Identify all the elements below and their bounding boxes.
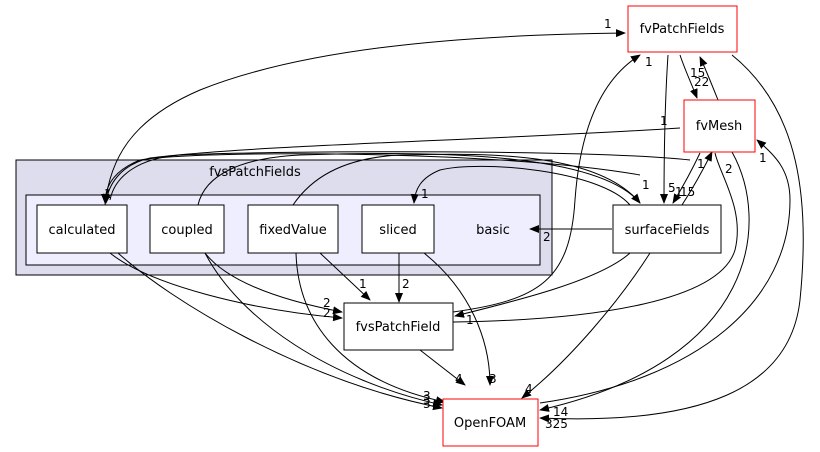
node-sliced[interactable]: sliced bbox=[361, 204, 435, 254]
edge-label: 3 bbox=[423, 389, 431, 403]
edge-label: 1 bbox=[104, 187, 112, 201]
edge-label: 3 bbox=[423, 397, 431, 411]
edge-label: 4 bbox=[525, 382, 533, 396]
edge-label: 4 bbox=[455, 372, 463, 386]
node-surfacefields[interactable]: surfaceFields bbox=[612, 204, 722, 254]
edge-label: 1 bbox=[421, 187, 429, 201]
node-fvpatchfields-label: fvPatchFields bbox=[640, 22, 725, 37]
edge-label: 2 bbox=[543, 230, 551, 244]
edge-label: 3 bbox=[489, 372, 497, 386]
edge-label: 5 bbox=[668, 181, 676, 195]
node-openfoam[interactable]: OpenFOAM bbox=[442, 398, 539, 447]
edge-label: 1 bbox=[466, 313, 474, 327]
edge-label: 15 bbox=[690, 66, 705, 80]
edge-labels: 1 1 15 22 1 1 1 1 5 1 15 1 2 1 2 2 2 1 2… bbox=[104, 17, 767, 431]
edge-label: 1 bbox=[675, 185, 683, 199]
edge-label: 2 bbox=[323, 296, 331, 310]
node-calculated[interactable]: calculated bbox=[36, 204, 128, 254]
node-fvspatchfield[interactable]: fvsPatchField bbox=[343, 302, 454, 351]
edge-label: 1 bbox=[604, 17, 612, 31]
edge-label: 14 bbox=[553, 405, 568, 419]
edge-label: 2 bbox=[323, 306, 331, 320]
edge-label: 15 bbox=[680, 185, 695, 199]
node-fixedvalue-label: fixedValue bbox=[259, 223, 326, 238]
node-openfoam-label: OpenFOAM bbox=[454, 416, 526, 431]
edge-label: 325 bbox=[545, 417, 568, 431]
edge-label: 1 bbox=[645, 55, 653, 69]
node-calculated-label: calculated bbox=[48, 223, 115, 238]
node-fvspatchfield-label: fvsPatchField bbox=[356, 320, 441, 335]
node-coupled-label: coupled bbox=[161, 223, 212, 238]
edge-label: 22 bbox=[694, 75, 709, 89]
node-fvpatchfields[interactable]: fvPatchFields bbox=[627, 5, 738, 53]
edge-label: 1 bbox=[697, 157, 705, 171]
node-surfacefields-label: surfaceFields bbox=[625, 223, 710, 238]
node-sliced-label: sliced bbox=[379, 223, 416, 238]
edge-label: 2 bbox=[402, 277, 410, 291]
edge-label: 3 bbox=[423, 393, 431, 407]
edge-label: 1 bbox=[359, 277, 367, 291]
edge-label: 1 bbox=[759, 151, 767, 165]
cluster-basic-label: basic bbox=[476, 223, 510, 238]
node-coupled[interactable]: coupled bbox=[149, 204, 225, 254]
edge-label: 1 bbox=[660, 114, 668, 128]
edges bbox=[101, 29, 804, 423]
edge-label: 2 bbox=[725, 162, 733, 176]
edge-label: 1 bbox=[642, 178, 650, 192]
node-fixedvalue[interactable]: fixedValue bbox=[247, 204, 339, 254]
node-fvmesh-label: fvMesh bbox=[696, 119, 743, 134]
node-fvmesh[interactable]: fvMesh bbox=[683, 99, 756, 153]
